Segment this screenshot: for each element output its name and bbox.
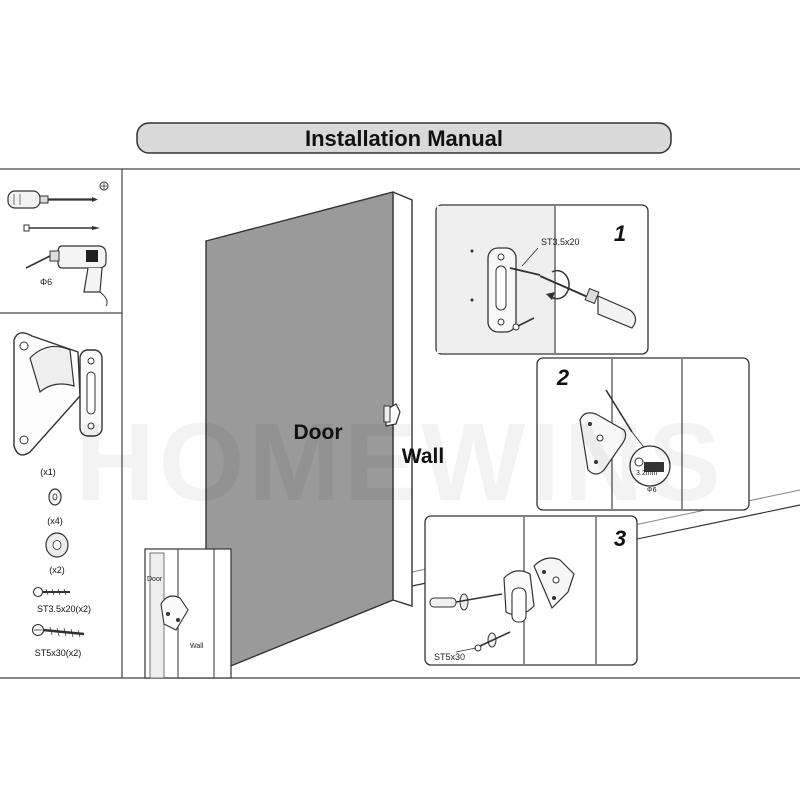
step-3-number: 3 [614, 526, 626, 551]
screwdriver-icon [539, 275, 637, 329]
drill-bit-label: Φ6 [40, 277, 52, 287]
parts-label-st5x30: ST5x30(x2) [35, 648, 82, 658]
step-1-number: 1 [614, 221, 626, 246]
door-label: Door [294, 421, 343, 444]
parts-qty-bracket: (x1) [40, 467, 56, 477]
parts-qty-small-washer: (x4) [47, 516, 63, 526]
screwdriver-icon [7, 190, 98, 209]
drill-icon: Φ6 [25, 245, 108, 307]
parts-label-st3-5x20: ST3.5x20(x2) [37, 604, 91, 614]
step-2-bit-label: Φ6 [647, 487, 657, 494]
mounting-plate-icon [487, 247, 517, 333]
parts-panel: (x1) (x4) (x2) ST3.5x20(x2) [13, 332, 103, 658]
parts-qty-large-washer: (x2) [49, 565, 65, 575]
wall-label: Wall [402, 445, 444, 468]
inset-wall-label: Wall [190, 643, 204, 650]
short-screw-icon [32, 586, 70, 598]
step-1-screw-label: ST3.5x20 [541, 237, 580, 247]
step-2-panel: 2 3.2mm Φ6 [536, 357, 750, 511]
watermark-text: HOMEWINS [75, 401, 724, 524]
bracket-part-icon [13, 332, 103, 456]
step-3-screw-label: ST5x30 [434, 652, 465, 662]
left-column [0, 169, 123, 678]
door-scene: Door Wall [205, 191, 800, 678]
inset-detail: Door Wall [144, 548, 232, 679]
mounted-bracket-icon [503, 557, 575, 623]
bracket-template-icon [579, 412, 627, 475]
long-screw-icon [31, 623, 85, 638]
rotate-arrow-icon [546, 269, 570, 300]
latch-icon [383, 403, 401, 427]
screw-icon [429, 593, 511, 652]
page-title: Installation Manual [305, 126, 503, 151]
tools-panel: Φ6 [7, 181, 109, 307]
inset-door-label: Door [147, 576, 163, 583]
small-washer-icon [48, 488, 62, 506]
door-panel [205, 191, 394, 678]
title-banner: Installation Manual [136, 122, 672, 154]
large-washer-icon [45, 532, 69, 558]
step-2-number: 2 [556, 365, 570, 390]
nail-icon [23, 181, 109, 232]
step-3-panel: 3 ST5x30 [424, 515, 638, 666]
magnifier-detail: 3.2mm Φ6 [629, 445, 671, 494]
screw-icon [509, 267, 541, 331]
step-1-panel: 1 ST3.5x20 [435, 204, 649, 355]
step-2-drill-label: 3.2mm [636, 470, 658, 477]
